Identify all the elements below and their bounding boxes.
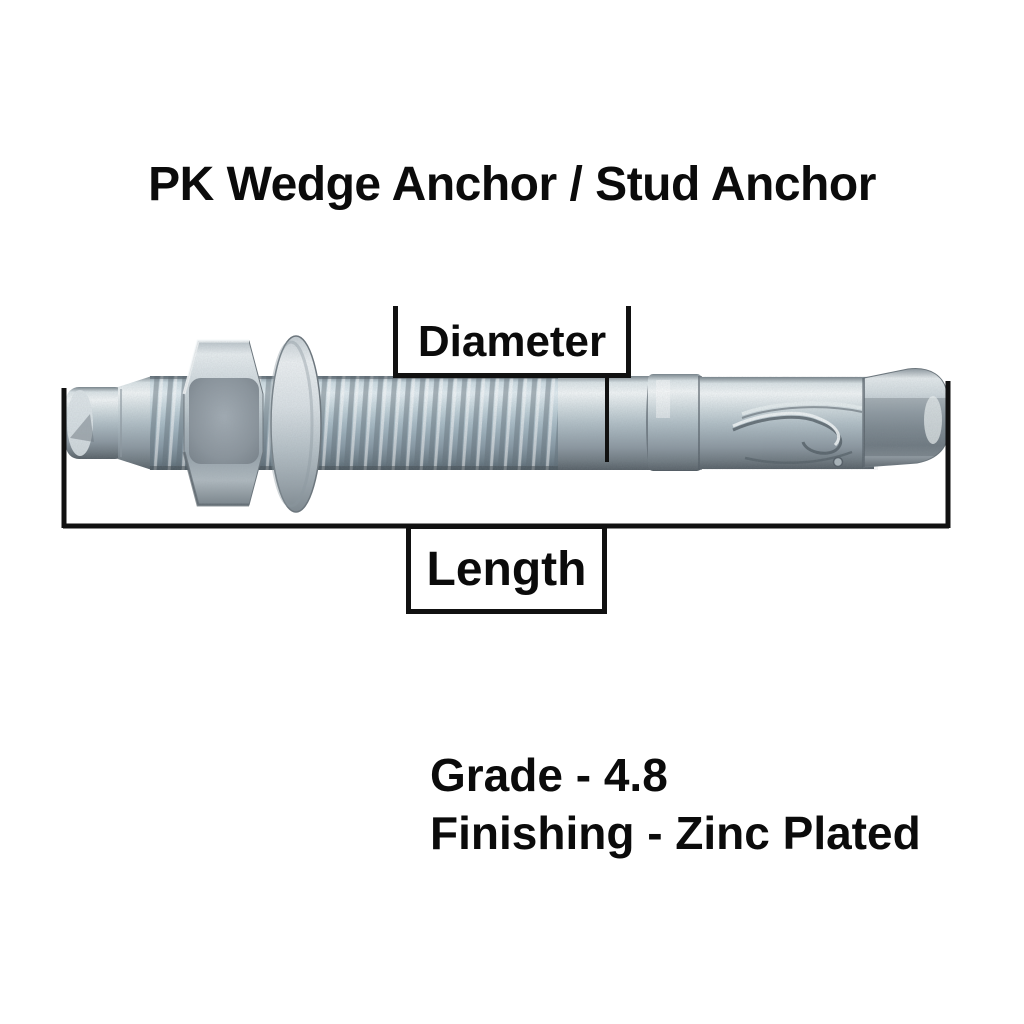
length-label-text: Length bbox=[426, 542, 587, 596]
spec-grade: Grade - 4.8 bbox=[430, 749, 668, 801]
diameter-label-text: Diameter bbox=[417, 316, 607, 366]
diameter-label: Diameter bbox=[393, 306, 631, 378]
product-specs: Grade - 4.8 Finishing - Zinc Plated bbox=[430, 747, 921, 862]
page-title: PK Wedge Anchor / Stud Anchor bbox=[148, 158, 876, 211]
spec-finishing: Finishing - Zinc Plated bbox=[430, 806, 921, 859]
length-label: Length bbox=[406, 524, 607, 614]
